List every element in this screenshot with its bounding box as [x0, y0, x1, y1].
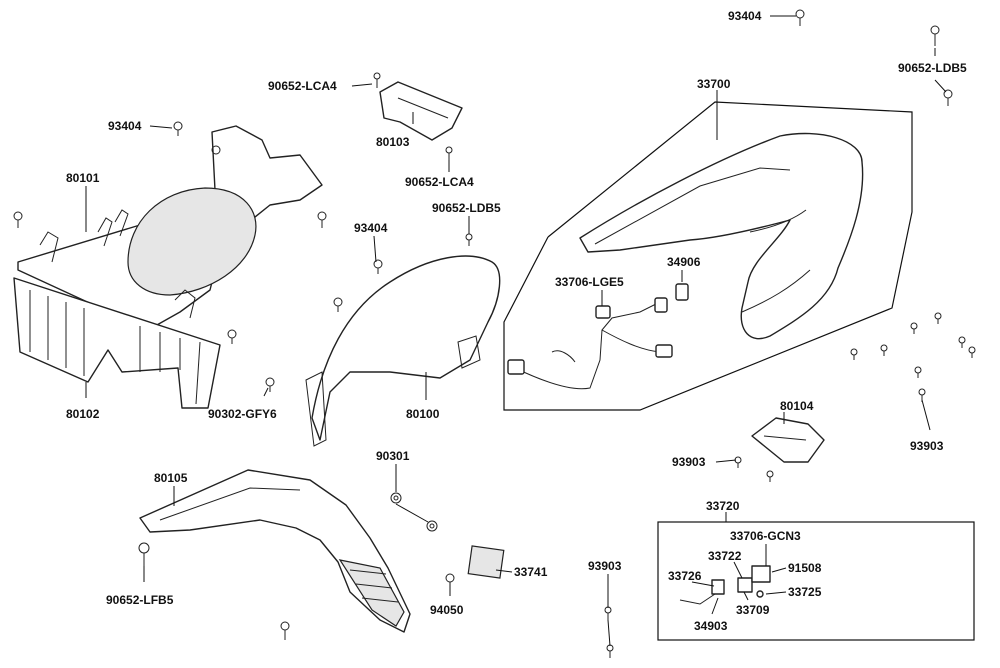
label-33722: 33722: [708, 549, 742, 563]
label-90652-lca4-b: 90652-LCA4: [405, 175, 474, 189]
bracket-80103: [379, 81, 463, 141]
label-80105: 80105: [154, 471, 188, 485]
label-93404-left: 93404: [108, 119, 142, 133]
fasteners: [13, 9, 976, 658]
label-93903-mid: 93903: [672, 455, 706, 469]
rear-fender-80100: [305, 255, 501, 447]
label-90302-gfy6: 90302-GFY6: [208, 407, 277, 421]
leader-lines: [85, 15, 947, 647]
label-80104: 80104: [780, 399, 814, 413]
label-80103: 80103: [376, 135, 410, 149]
label-90652-lfb5: 90652-LFB5: [106, 593, 174, 607]
label-33725: 33725: [788, 585, 822, 599]
label-33700: 33700: [697, 77, 731, 91]
label-93404-top: 93404: [728, 9, 762, 23]
label-91508: 91508: [788, 561, 822, 575]
label-93404-mid: 93404: [354, 221, 388, 235]
label-33741: 33741: [514, 565, 548, 579]
label-94050: 94050: [430, 603, 464, 617]
mud-flap-80102: [13, 277, 221, 409]
label-33706-gcn3: 33706-GCN3: [730, 529, 801, 543]
label-90652-lca4-a: 90652-LCA4: [268, 79, 337, 93]
label-33706-lge5: 33706-LGE5: [555, 275, 624, 289]
reflector-80104: [751, 417, 825, 463]
label-33726: 33726: [668, 569, 702, 583]
part-labels: 93404 90652-LDB5 90652-LCA4 33700 93404 …: [66, 9, 967, 633]
rear-inner-cover-80101: [17, 125, 323, 331]
license-light-box-33720: [657, 521, 975, 641]
label-93903-right: 93903: [910, 439, 944, 453]
label-90652-ldb5-top: 90652-LDB5: [898, 61, 967, 75]
label-80101: 80101: [66, 171, 100, 185]
taillight-33700: [579, 132, 864, 340]
label-80102: 80102: [66, 407, 100, 421]
label-34906: 34906: [667, 255, 701, 269]
rear-fender-80105: [139, 469, 411, 633]
label-93903-low: 93903: [588, 559, 622, 573]
label-80100: 80100: [406, 407, 440, 421]
label-33720: 33720: [706, 499, 740, 513]
plate-33741: [467, 545, 505, 579]
taillight-assembly-frame: [503, 101, 913, 411]
label-33709: 33709: [736, 603, 770, 617]
label-90652-ldb5-mid: 90652-LDB5: [432, 201, 501, 215]
wiring-harness-33706-lge5: [507, 283, 689, 390]
label-90301: 90301: [376, 449, 410, 463]
label-34903: 34903: [694, 619, 728, 633]
